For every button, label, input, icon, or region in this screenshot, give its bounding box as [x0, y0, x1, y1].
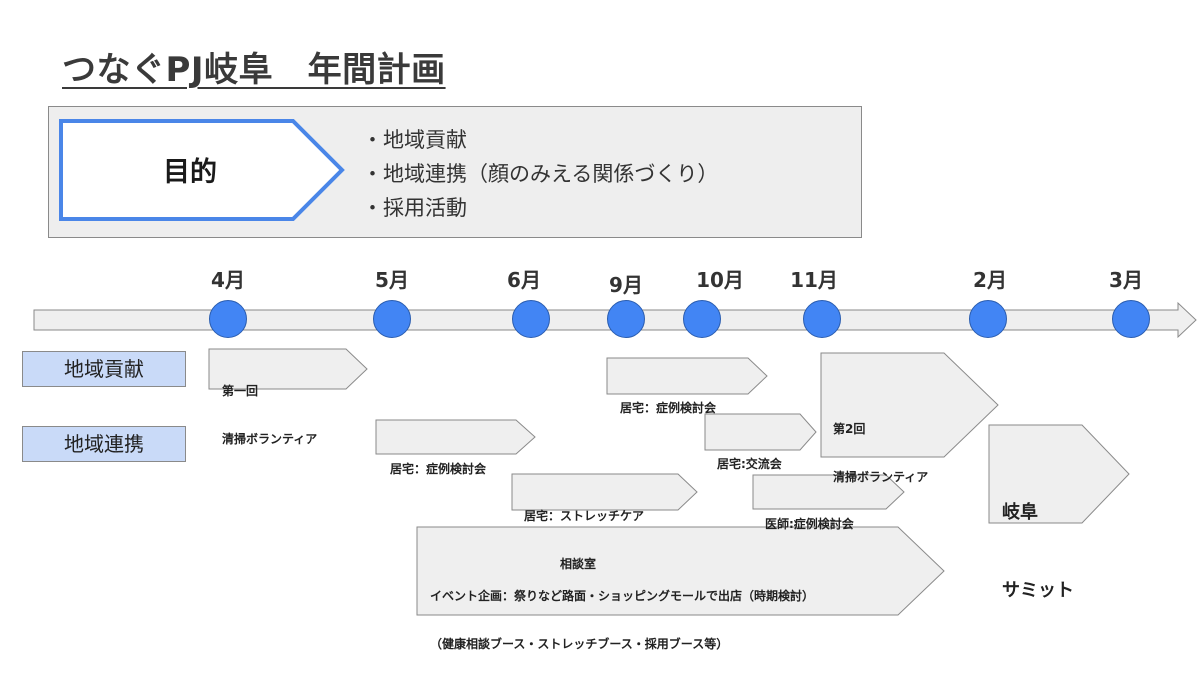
goal-item: ・地域貢献: [362, 128, 467, 152]
event-shape-case-study-sep: [606, 357, 768, 395]
goals-list: ・地域貢献 ・地域連携（顔のみえる関係づくり） ・採用活動: [362, 123, 718, 225]
event-shape-exchange: [704, 413, 817, 451]
event-label-cleanup-2: 第2回 清掃ボランティア: [833, 422, 929, 484]
event-label-summit: 岐阜 サミット: [1002, 502, 1074, 601]
event-label-cleanup-1: 第一回 清掃ボランティア: [222, 384, 318, 446]
event-label-stretch-care: 居宅：ストレッチケア 相談室: [524, 509, 645, 571]
goal-item: ・採用活動: [362, 196, 467, 220]
event-shape-doctor-case-study: [752, 474, 905, 510]
event-label-exchange: 居宅:交流会: [717, 457, 782, 471]
event-shape-cleanup-2: [820, 352, 999, 458]
month-label-feb: 2月: [973, 268, 1007, 292]
goal-item: ・地域連携（顔のみえる関係づくり）: [362, 162, 719, 186]
month-marker-dot: [607, 300, 645, 338]
event-label-event-planning: イベント企画：祭りなど路面・ショッピングモールで出店（時期検討） （健康相談ブー…: [430, 589, 815, 651]
event-shape-case-study-may: [375, 419, 536, 455]
month-label-sep: 9月: [609, 273, 643, 297]
month-label-oct: 10月: [696, 268, 744, 292]
month-label-apr: 4月: [211, 268, 245, 292]
event-shape-stretch-care: [511, 473, 698, 511]
month-marker-dot: [209, 300, 247, 338]
event-label-case-study-sep: 居宅：症例検討会: [620, 401, 717, 415]
event-label-doctor-case-study: 医師:症例検討会: [765, 517, 854, 531]
month-marker-dot: [1112, 300, 1150, 338]
purpose-chevron: [59, 119, 345, 221]
month-label-may: 5月: [375, 268, 409, 292]
event-shape-event-planning: [416, 526, 945, 616]
month-marker-dot: [803, 300, 841, 338]
month-marker-dot: [969, 300, 1007, 338]
category-regional-contribution: 地域貢献: [22, 351, 186, 387]
month-label-nov: 11月: [790, 268, 838, 292]
category-regional-collaboration: 地域連携: [22, 426, 186, 462]
month-label-mar: 3月: [1109, 268, 1143, 292]
month-label-jun: 6月: [507, 268, 541, 292]
purpose-label: 目的: [163, 157, 217, 188]
month-marker-dot: [373, 300, 411, 338]
event-label-case-study-may: 居宅：症例検討会: [390, 462, 487, 476]
event-shape-summit: [988, 424, 1130, 524]
month-marker-dot: [683, 300, 721, 338]
month-marker-dot: [512, 300, 550, 338]
page-title: つなぐPJ岐阜 年間計画: [62, 50, 446, 90]
event-shape-cleanup-1: [208, 348, 368, 390]
